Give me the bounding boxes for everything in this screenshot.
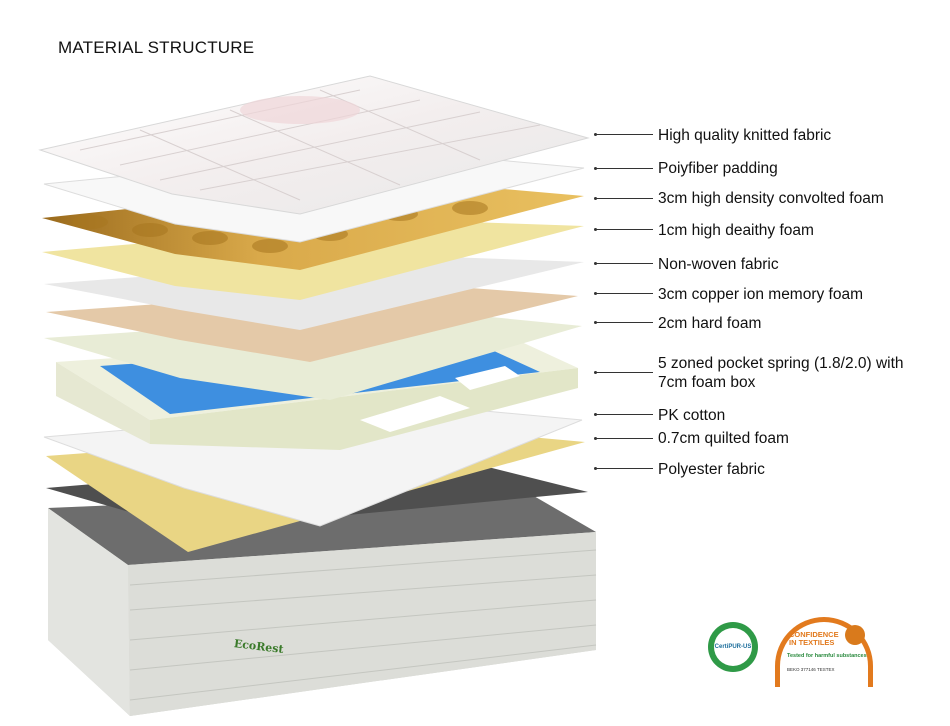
- leader-line: [594, 262, 653, 265]
- label-hard-foam: 2cm hard foam: [658, 315, 762, 332]
- leader-line: [594, 197, 653, 200]
- sun-icon: [845, 625, 865, 645]
- label-pocket-spring-line2: 7cm foam box: [658, 374, 756, 391]
- leader-line: [594, 228, 653, 231]
- leader-line: [594, 167, 653, 170]
- leader-line: [594, 437, 653, 440]
- page-title: MATERIAL STRUCTURE: [58, 38, 255, 57]
- layer-knitted-fabric: [38, 75, 590, 215]
- label-memory-foam: 3cm copper ion memory foam: [658, 286, 864, 303]
- label-pocket-spring: 5 zoned pocket spring (1.8/2.0) with: [658, 355, 904, 372]
- leader-line: [594, 467, 653, 470]
- leader-line: [594, 133, 653, 136]
- label-polyfiber-padding: Poiyfiber padding: [658, 160, 778, 177]
- leader-line: [594, 321, 653, 324]
- certipur-badge: CertiPUR-US: [708, 622, 758, 672]
- label-polyester-fabric: Polyester fabric: [658, 461, 765, 478]
- label-pk-cotton: PK cotton: [658, 407, 726, 424]
- leader-line: [594, 413, 653, 416]
- oeko-arc-icon: [775, 617, 873, 687]
- label-healthy-foam: 1cm high deaithy foam: [658, 222, 814, 239]
- label-convoluted-foam: 3cm high density convolted foam: [658, 190, 884, 207]
- label-quilted-foam: 0.7cm quilted foam: [658, 430, 789, 447]
- mattress-layers-diagram: [38, 75, 597, 716]
- label-knitted-fabric: High quality knitted fabric: [658, 127, 832, 144]
- label-non-woven-fabric: Non-woven fabric: [658, 256, 779, 273]
- leader-line: [594, 292, 653, 295]
- leader-line: [594, 371, 653, 374]
